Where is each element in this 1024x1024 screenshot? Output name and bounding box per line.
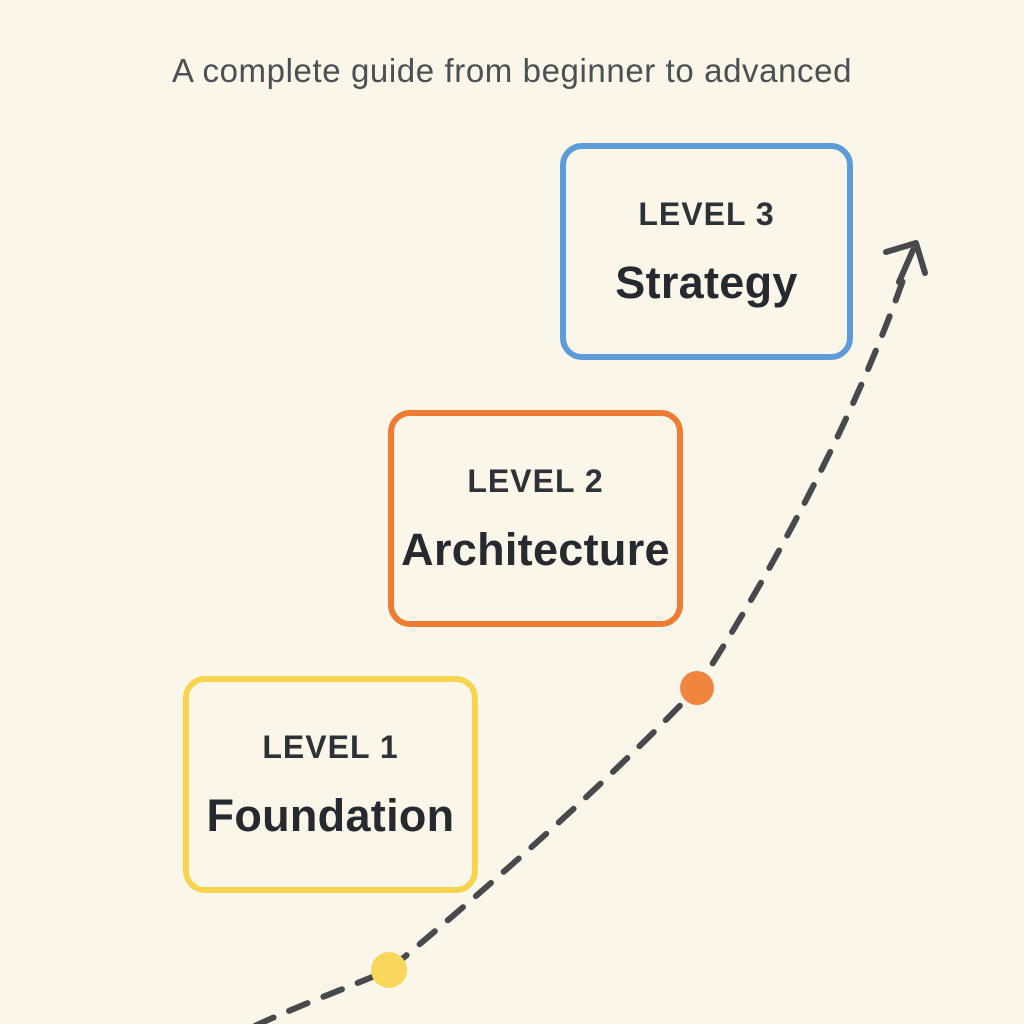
arrow-shaft-tip [896, 247, 916, 285]
level1-label: LEVEL 1 [262, 729, 399, 765]
level3-name: Strategy [615, 257, 798, 308]
arrowhead-icon [883, 240, 928, 276]
level-card-strategy: LEVEL 3 Strategy [560, 143, 853, 360]
level2-dot [680, 671, 714, 705]
diagram-subtitle: A complete guide from beginner to advanc… [171, 52, 853, 89]
dashed-curve-path [251, 263, 911, 1024]
level3-label: LEVEL 3 [638, 196, 775, 232]
level1-dot [371, 952, 407, 988]
level-card-foundation: LEVEL 1 Foundation [183, 676, 478, 893]
level1-name: Foundation [206, 790, 455, 841]
level-card-architecture: LEVEL 2 Architecture [388, 410, 683, 627]
level2-name: Architecture [401, 524, 670, 575]
level2-label: LEVEL 2 [467, 463, 604, 499]
